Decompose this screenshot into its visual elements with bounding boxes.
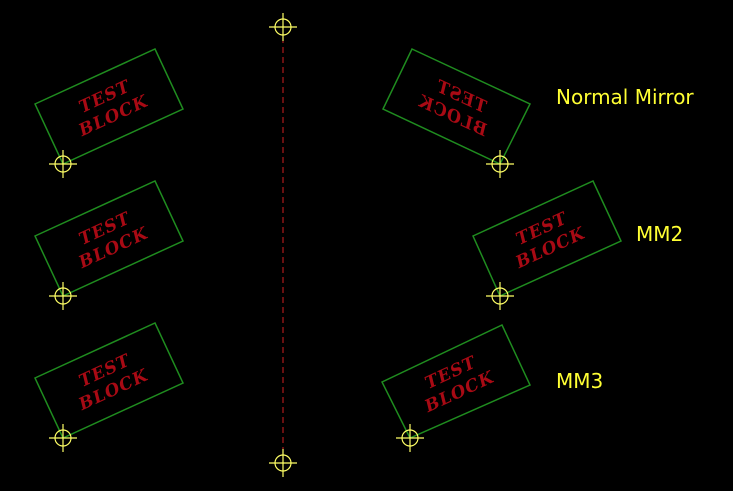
- insertion-point-crosshair-icon[interactable]: [485, 149, 515, 179]
- label-normal-mirror: Normal Mirror: [556, 85, 694, 109]
- left-block-1[interactable]: TEST BLOCK: [34, 48, 184, 179]
- left-block-3[interactable]: TEST BLOCK: [34, 322, 184, 453]
- label-mm3: MM3: [556, 369, 603, 393]
- right-block-mm2[interactable]: TEST BLOCK: [472, 180, 622, 311]
- left-block-2[interactable]: TEST BLOCK: [34, 180, 184, 311]
- insertion-point-crosshair-icon[interactable]: [48, 423, 78, 453]
- insertion-point-crosshair-icon[interactable]: [485, 281, 515, 311]
- insertion-point-crosshair-icon[interactable]: [48, 149, 78, 179]
- right-block-normal-mirror[interactable]: TEST BLOCK: [381, 48, 532, 179]
- right-block-mm3[interactable]: TEST BLOCK: [380, 323, 532, 453]
- insertion-point-crosshair-icon[interactable]: [395, 423, 425, 453]
- label-mm2: MM2: [636, 222, 683, 246]
- insertion-point-crosshair-icon[interactable]: [48, 281, 78, 311]
- mirror-line-top-crosshair-icon[interactable]: [268, 12, 298, 42]
- mirror-line-bottom-crosshair-icon[interactable]: [268, 448, 298, 478]
